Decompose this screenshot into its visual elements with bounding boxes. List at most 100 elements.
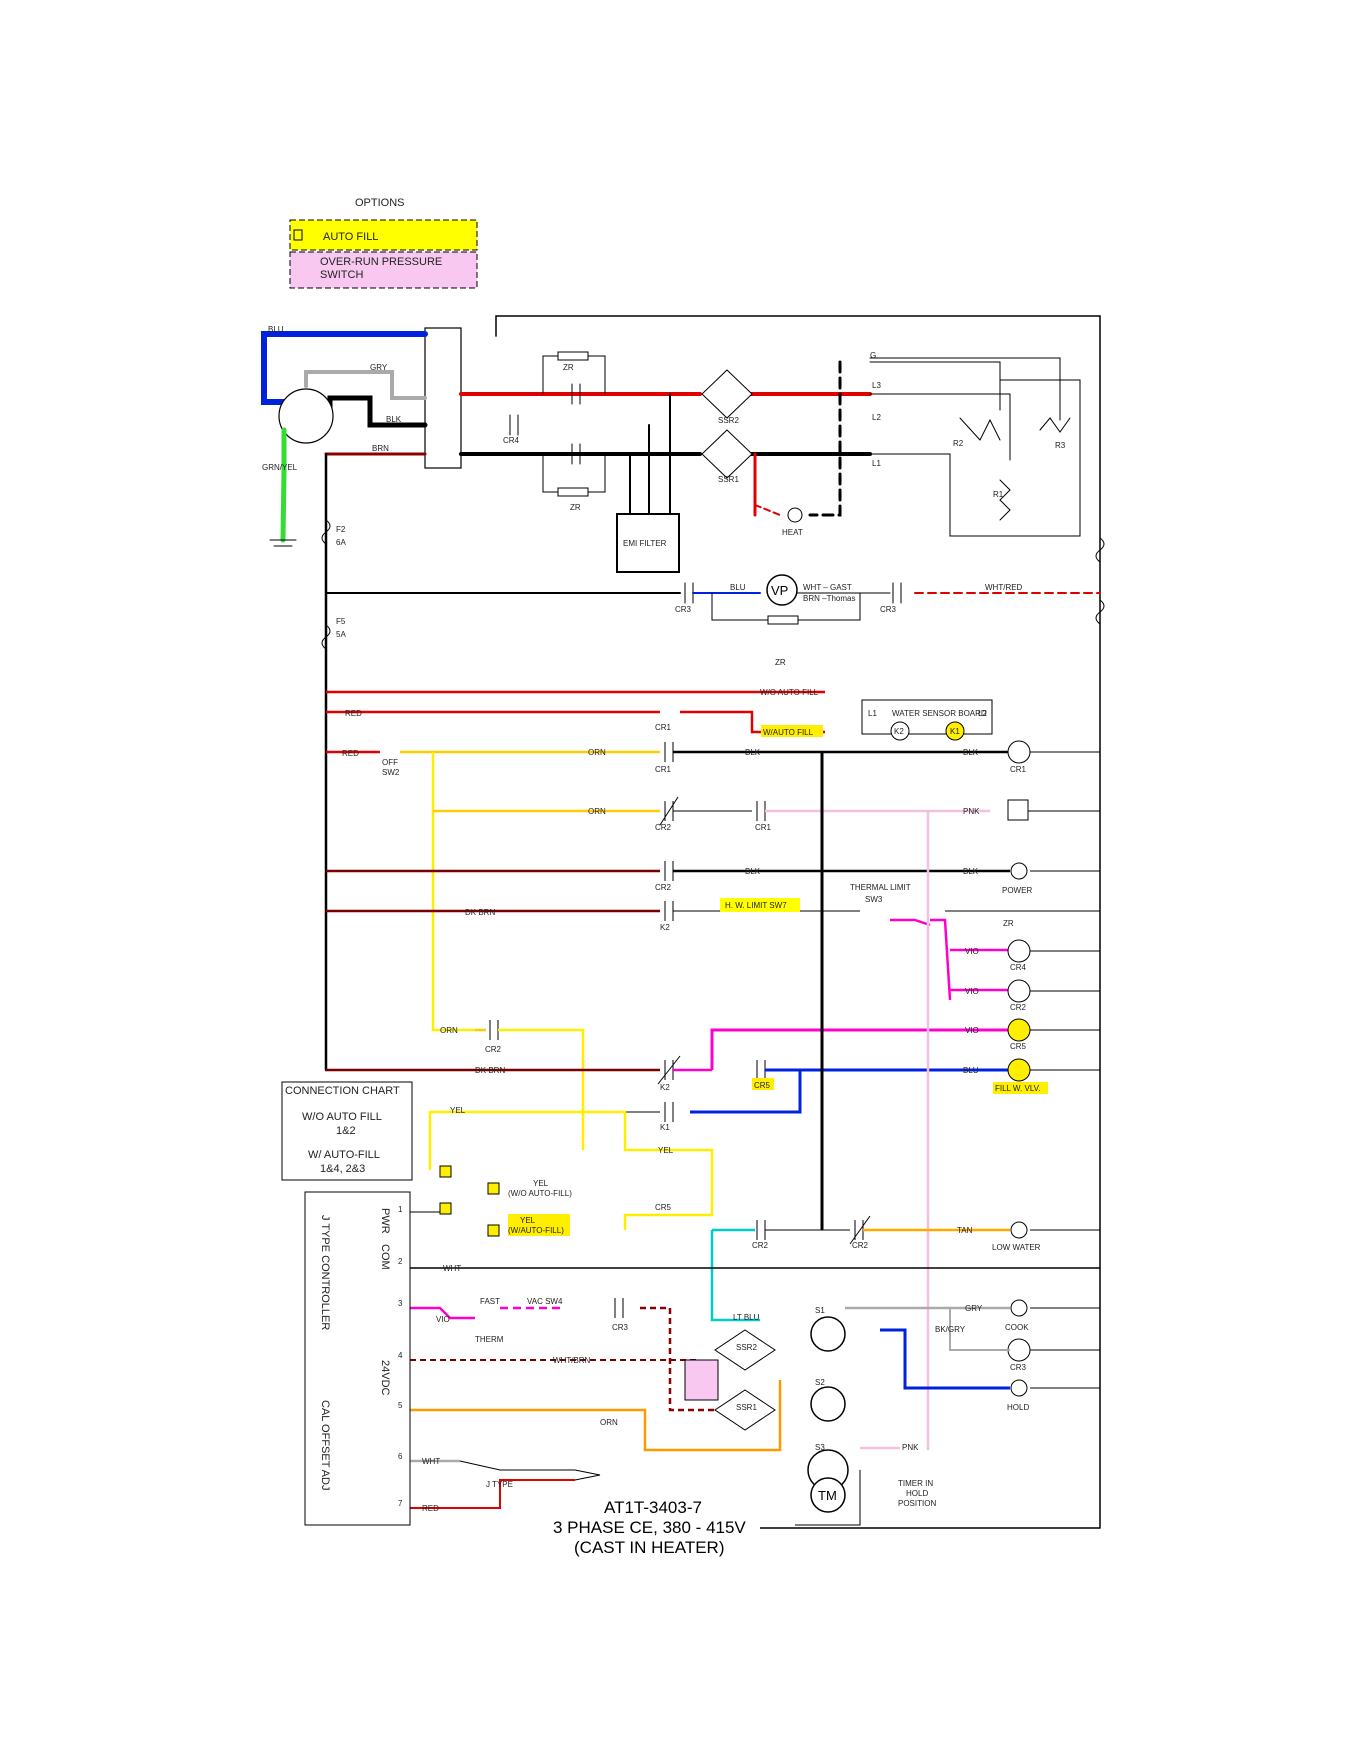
fill-water-valve (1007, 1058, 1031, 1082)
connection-chart: CONNECTION CHART W/O AUTO FILL 1&2 W/ AU… (285, 1085, 400, 1175)
k2-label: K2 (894, 727, 904, 736)
k1-label: K1 (950, 727, 960, 736)
w-auto-fill-label: W/AUTO FILL (763, 728, 814, 737)
k1-circle (945, 721, 965, 741)
k2-contact-label: K2 (660, 923, 670, 932)
k2-circle (890, 721, 910, 741)
lt-blu-label: LT BLU (733, 1313, 760, 1322)
ssr1-diamond (701, 429, 753, 479)
timer-label-3: POSITION (898, 1499, 936, 1508)
cr2-d-label: CR2 (752, 1241, 769, 1250)
pwr-label: PWR (379, 1208, 391, 1234)
term-6: 6 (398, 1452, 403, 1461)
zr-thermal-label: ZR (1003, 919, 1014, 928)
emi-label: EMI FILTER (623, 539, 667, 548)
wht-label-2: WHT (422, 1457, 440, 1466)
buzzer (1007, 799, 1029, 821)
chart-wo-terms: 1&2 (336, 1125, 356, 1137)
ssr1-small (714, 1389, 776, 1431)
cr5-coil-label: CR5 (1010, 1042, 1027, 1051)
l3-label: L3 (872, 381, 881, 390)
com-label: COM (379, 1244, 391, 1270)
term-2: 2 (398, 1257, 403, 1266)
thermal-limit-label: THERMAL LIMIT (850, 883, 911, 892)
vio-label-4: VIO (436, 1315, 450, 1324)
bk-gry-label: BK/GRY (935, 1325, 966, 1334)
cr1-c-label: CR1 (755, 823, 772, 832)
yel-label-1: YEL (450, 1106, 466, 1115)
cr3-vp-label: CR3 (675, 605, 692, 614)
dc-label: 24VDC (379, 1360, 391, 1396)
power-plug (278, 388, 334, 444)
k2-b-label: K2 (660, 1083, 670, 1092)
tm-label: TM (818, 1488, 837, 1503)
cook-label: COOK (1005, 1323, 1029, 1332)
l2-label: L2 (872, 413, 881, 422)
options-legend: OPTIONS AUTO FILL OVER-RUN PRESSURE SWIT… (289, 197, 478, 289)
title-line-2: 3 PHASE CE, 380 - 415V (553, 1518, 746, 1537)
yel-label-3: YEL (533, 1179, 549, 1188)
heat-label: HEAT (782, 528, 803, 537)
terminal-block (424, 327, 462, 469)
off-label: OFF (382, 758, 398, 767)
connection-chart-box (281, 1081, 413, 1181)
blk-label-3: BLK (963, 867, 979, 876)
wo-auto-fill-label: W/O AUTO FILL (760, 688, 819, 697)
tan-label: TAN (957, 1226, 973, 1235)
pnk-label: PNK (963, 807, 980, 816)
sw3-label: SW3 (865, 895, 883, 904)
timer-label-1: TIMER IN (898, 1479, 933, 1488)
wht-label: WHT (443, 1264, 461, 1273)
cr2-coil (1007, 979, 1031, 1003)
cr3-coil-label: CR3 (1010, 1363, 1027, 1372)
wire-blk-label: BLK (386, 415, 402, 424)
hw-limit-label: H. W. LIMIT SW7 (725, 901, 787, 910)
title-line-1: AT1T-3403-7 (604, 1498, 702, 1517)
fast-label: FAST (480, 1297, 500, 1306)
w-auto-fill-paren: (W/AUTO-FILL) (508, 1226, 564, 1235)
cr2-a-label: CR2 (655, 823, 672, 832)
blk-label: BLK (745, 748, 761, 757)
auto-fill-label: AUTO FILL (323, 231, 378, 243)
wo-auto-fill-paren: (W/O AUTO-FILL) (508, 1189, 572, 1198)
controller-labels: J TYPE CONTROLLER CAL OFFSET ADJ PWR COM… (319, 1205, 440, 1508)
k1-contact-label: K1 (660, 1123, 670, 1132)
cr1-coil (1007, 740, 1031, 764)
cr1-coil-label: CR1 (1010, 765, 1027, 774)
cr5-b-label: CR5 (655, 1203, 672, 1212)
emi-filter (616, 513, 680, 573)
selector-s2 (810, 1386, 846, 1422)
vio-label-1: VIO (965, 947, 979, 956)
chart-w-terms: 1&4, 2&3 (320, 1163, 365, 1175)
j-type-label: J TYPE (486, 1480, 513, 1489)
s3-label: S3 (815, 1443, 825, 1452)
cr3-coil (1007, 1338, 1031, 1362)
dk-brn-label-1: DK BRN (465, 908, 495, 917)
vac-sw4-label: VAC SW4 (527, 1297, 563, 1306)
wire-grn-yel-label: GRN/YEL (262, 463, 298, 472)
term-1: 1 (398, 1205, 403, 1214)
auto-fill-swatch (289, 219, 478, 251)
f6a-label: 6A (336, 538, 346, 547)
vio-label-3: VIO (965, 1026, 979, 1035)
water-sensor-board (861, 699, 993, 735)
power-label: POWER (1002, 886, 1032, 895)
low-water-light (1010, 1221, 1028, 1239)
chart-heading: CONNECTION CHART (285, 1085, 400, 1097)
term-5: 5 (398, 1401, 403, 1410)
orn-label-1: ORN (588, 748, 606, 757)
cr2-c-label: CR2 (485, 1045, 502, 1054)
f2-label: F2 (336, 525, 346, 534)
cook-light (1010, 1299, 1028, 1317)
red-label-bottom: RED (422, 1504, 439, 1513)
g-label: G (870, 351, 876, 360)
orn-label-bottom: ORN (600, 1418, 618, 1427)
zr-vp-label: ZR (775, 658, 786, 667)
wht-red-label: WHT/RED (985, 583, 1023, 592)
zr-bottom-label: ZR (570, 503, 581, 512)
cr4-coil (1007, 939, 1031, 963)
low-water-label: LOW WATER (992, 1243, 1041, 1252)
f5a-label: 5A (336, 630, 346, 639)
wire-blu-vp: BLU (730, 583, 746, 592)
